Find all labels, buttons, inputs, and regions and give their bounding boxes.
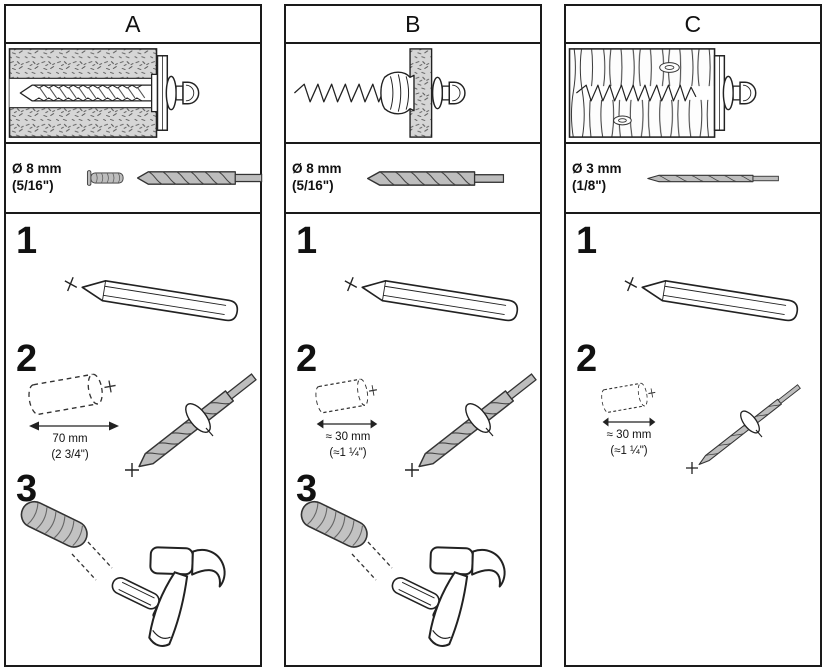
instruction-column-b: B Ø 8 mm (5/16") — [284, 4, 542, 667]
steps-section-c: 1 2 ≈ 30 mm (≈1 ¼") — [566, 214, 820, 665]
wall-illustration-a — [6, 44, 260, 144]
wall-illustration-b — [286, 44, 540, 144]
wall-illustration-c — [566, 44, 820, 144]
insert-plug-hammer-icon — [296, 496, 517, 652]
drill-diameter-imperial: (1/8") — [572, 178, 607, 193]
drill-diameter-metric: Ø 8 mm — [12, 161, 62, 177]
drill-diameter-label: Ø 8 mm (5/16") — [292, 161, 356, 195]
depth-metric: ≈ 30 mm — [606, 429, 652, 441]
wood-wall-cross-section-icon — [568, 48, 757, 138]
depth-imperial: (≈1 ¼") — [329, 446, 367, 459]
wall-plug-icon — [86, 170, 128, 186]
instruction-column-a: A Ø 8 mm (5/16" — [4, 4, 262, 667]
insert-plug-hammer-icon — [16, 496, 237, 652]
column-header-c: C — [566, 6, 820, 44]
pencil-mark-icon — [58, 258, 256, 324]
steps-section-b: 1 2 ≈ 30 mm (≈1 ¼") 3 — [286, 214, 540, 665]
step-3-number: 3 — [16, 468, 38, 510]
concrete-wall-cross-section-icon — [8, 48, 200, 138]
drill-diameter-imperial: (5/16") — [12, 178, 54, 193]
column-header-a: A — [6, 6, 260, 44]
drill-diameter-imperial: (5/16") — [292, 178, 334, 193]
step-1-number: 1 — [16, 220, 38, 262]
drill-hole-depth-icon — [24, 368, 122, 418]
step-3-number: 3 — [296, 468, 318, 510]
drill-art — [86, 170, 264, 186]
drill-art — [366, 170, 534, 187]
drill-diameter-metric: Ø 8 mm — [292, 161, 342, 177]
pencil-mark-icon — [618, 258, 816, 324]
column-letter: A — [125, 10, 141, 37]
column-header-b: B — [286, 6, 540, 44]
column-letter: B — [405, 10, 421, 37]
drill-diameter-label: Ø 8 mm (5/16") — [12, 161, 76, 195]
column-letter: C — [684, 10, 702, 37]
pencil-mark-icon — [338, 258, 536, 324]
drill-diameter-label: Ø 3 mm (1/8") — [572, 161, 636, 195]
drill-hole-depth-icon — [312, 374, 382, 415]
depth-metric: ≈ 30 mm — [325, 431, 371, 443]
masonry-drill-bit-icon — [136, 170, 264, 186]
depth-arrow-icon — [316, 419, 378, 429]
depth-metric: 70 mm — [52, 433, 88, 445]
drill-spec-c: Ø 3 mm (1/8") — [566, 144, 820, 214]
drill-art — [646, 174, 814, 183]
steps-section-a: 1 2 70 mm (2 3/4") 3 — [6, 214, 260, 665]
depth-arrow-icon — [602, 417, 656, 427]
drill-spec-b: Ø 8 mm (5/16") — [286, 144, 540, 214]
step-1-number: 1 — [576, 220, 598, 262]
step-2-number: 2 — [16, 338, 38, 380]
drill-spec-a: Ø 8 mm (5/16") — [6, 144, 260, 214]
instruction-column-c: C Ø 3 mm (1/8") — [564, 4, 822, 667]
depth-imperial: (2 3/4") — [51, 448, 89, 461]
depth-label: ≈ 30 mm (≈1 ¼") — [290, 430, 406, 461]
depth-label: 70 mm (2 3/4") — [14, 432, 126, 463]
depth-arrow-icon — [29, 421, 119, 431]
depth-marked-drill-bit-icon — [125, 371, 258, 477]
step-2-number: 2 — [296, 338, 318, 380]
hollow-wall-cross-section-icon — [293, 48, 466, 138]
drill-bit-icon — [366, 170, 506, 187]
depth-label: ≈ 30 mm (≈1 ¼") — [570, 428, 688, 459]
depth-imperial: (≈1 ¼") — [610, 444, 648, 457]
step-1-number: 1 — [296, 220, 318, 262]
depth-marked-drill-bit-icon — [405, 371, 538, 477]
thin-drill-bit-icon — [646, 174, 782, 183]
depth-marked-drill-bit-icon — [686, 383, 802, 474]
drill-diameter-metric: Ø 3 mm — [572, 161, 622, 177]
drill-hole-depth-icon — [598, 379, 660, 415]
step-2-number: 2 — [576, 338, 598, 380]
